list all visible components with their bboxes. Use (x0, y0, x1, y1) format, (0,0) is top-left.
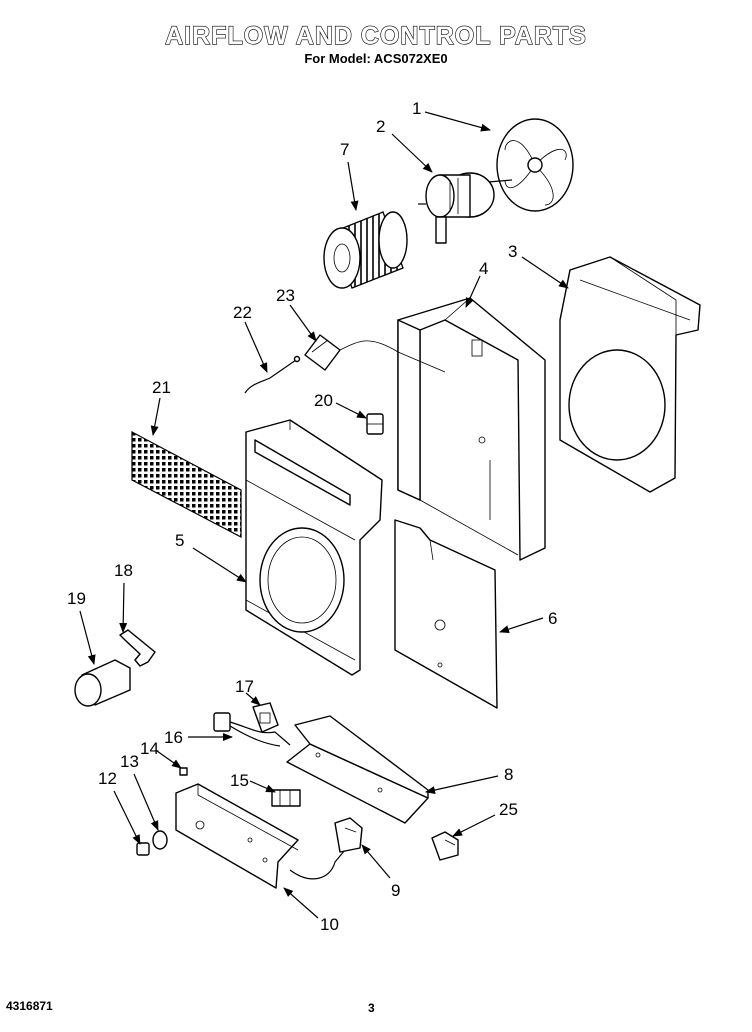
page-number: 3 (368, 1001, 375, 1015)
callout-14: 14 (140, 739, 159, 758)
callout-5: 5 (175, 531, 184, 550)
screw-part (179, 767, 188, 776)
fan-blade-part (487, 118, 574, 212)
rotary-switch-part (271, 789, 301, 807)
callout-1: 1 (412, 99, 421, 118)
relay-part (431, 831, 459, 861)
clip-part (366, 413, 384, 435)
knob-part (152, 830, 168, 850)
document-number: 4316871 (6, 999, 53, 1013)
callout-18: 18 (114, 561, 133, 580)
terminal-block-part (334, 817, 363, 853)
control-panel-part (175, 783, 346, 889)
callout-12: 12 (98, 769, 117, 788)
wire-rod-part (244, 355, 301, 394)
callout-7: 7 (340, 140, 349, 159)
callout-8: 8 (504, 765, 513, 784)
partition-panel-part (394, 519, 498, 709)
callout-15: 15 (230, 771, 249, 790)
grommet-part (252, 702, 279, 733)
power-cord-part (213, 712, 291, 747)
callout-13: 13 (120, 752, 139, 771)
capacitor-strap-part (119, 629, 156, 667)
page-title: AIRFLOW AND CONTROL PARTS (165, 21, 587, 50)
callout-4: 4 (479, 259, 488, 278)
callout-leaders (79, 111, 569, 919)
rear-shroud-part (559, 256, 701, 493)
callout-23: 23 (276, 286, 295, 305)
callout-labels: 1 2 3 4 5 6 7 8 9 10 12 13 14 15 16 17 1… (67, 99, 557, 934)
callout-16: 16 (164, 728, 183, 747)
front-frame-part (245, 419, 383, 676)
callout-20: 20 (314, 391, 333, 410)
callout-25: 25 (499, 800, 518, 819)
callout-19: 19 (67, 589, 86, 608)
callout-17: 17 (235, 677, 254, 696)
control-bracket-part (286, 715, 429, 824)
callout-9: 9 (391, 881, 400, 900)
callout-3: 3 (508, 242, 517, 261)
blower-wheel-part (323, 211, 408, 289)
model-subtitle: For Model: ACS072XE0 (304, 51, 448, 66)
knob-cap-part (136, 842, 150, 856)
callout-22: 22 (233, 303, 252, 322)
callout-21: 21 (152, 378, 171, 397)
capacitor-part (74, 659, 131, 707)
thermostat-part (304, 334, 446, 373)
filter-screen-part (131, 431, 242, 538)
callout-6: 6 (548, 609, 557, 628)
callout-10: 10 (320, 915, 339, 934)
callout-2: 2 (376, 117, 385, 136)
housing-part (397, 297, 546, 561)
fan-motor-part (418, 172, 495, 244)
